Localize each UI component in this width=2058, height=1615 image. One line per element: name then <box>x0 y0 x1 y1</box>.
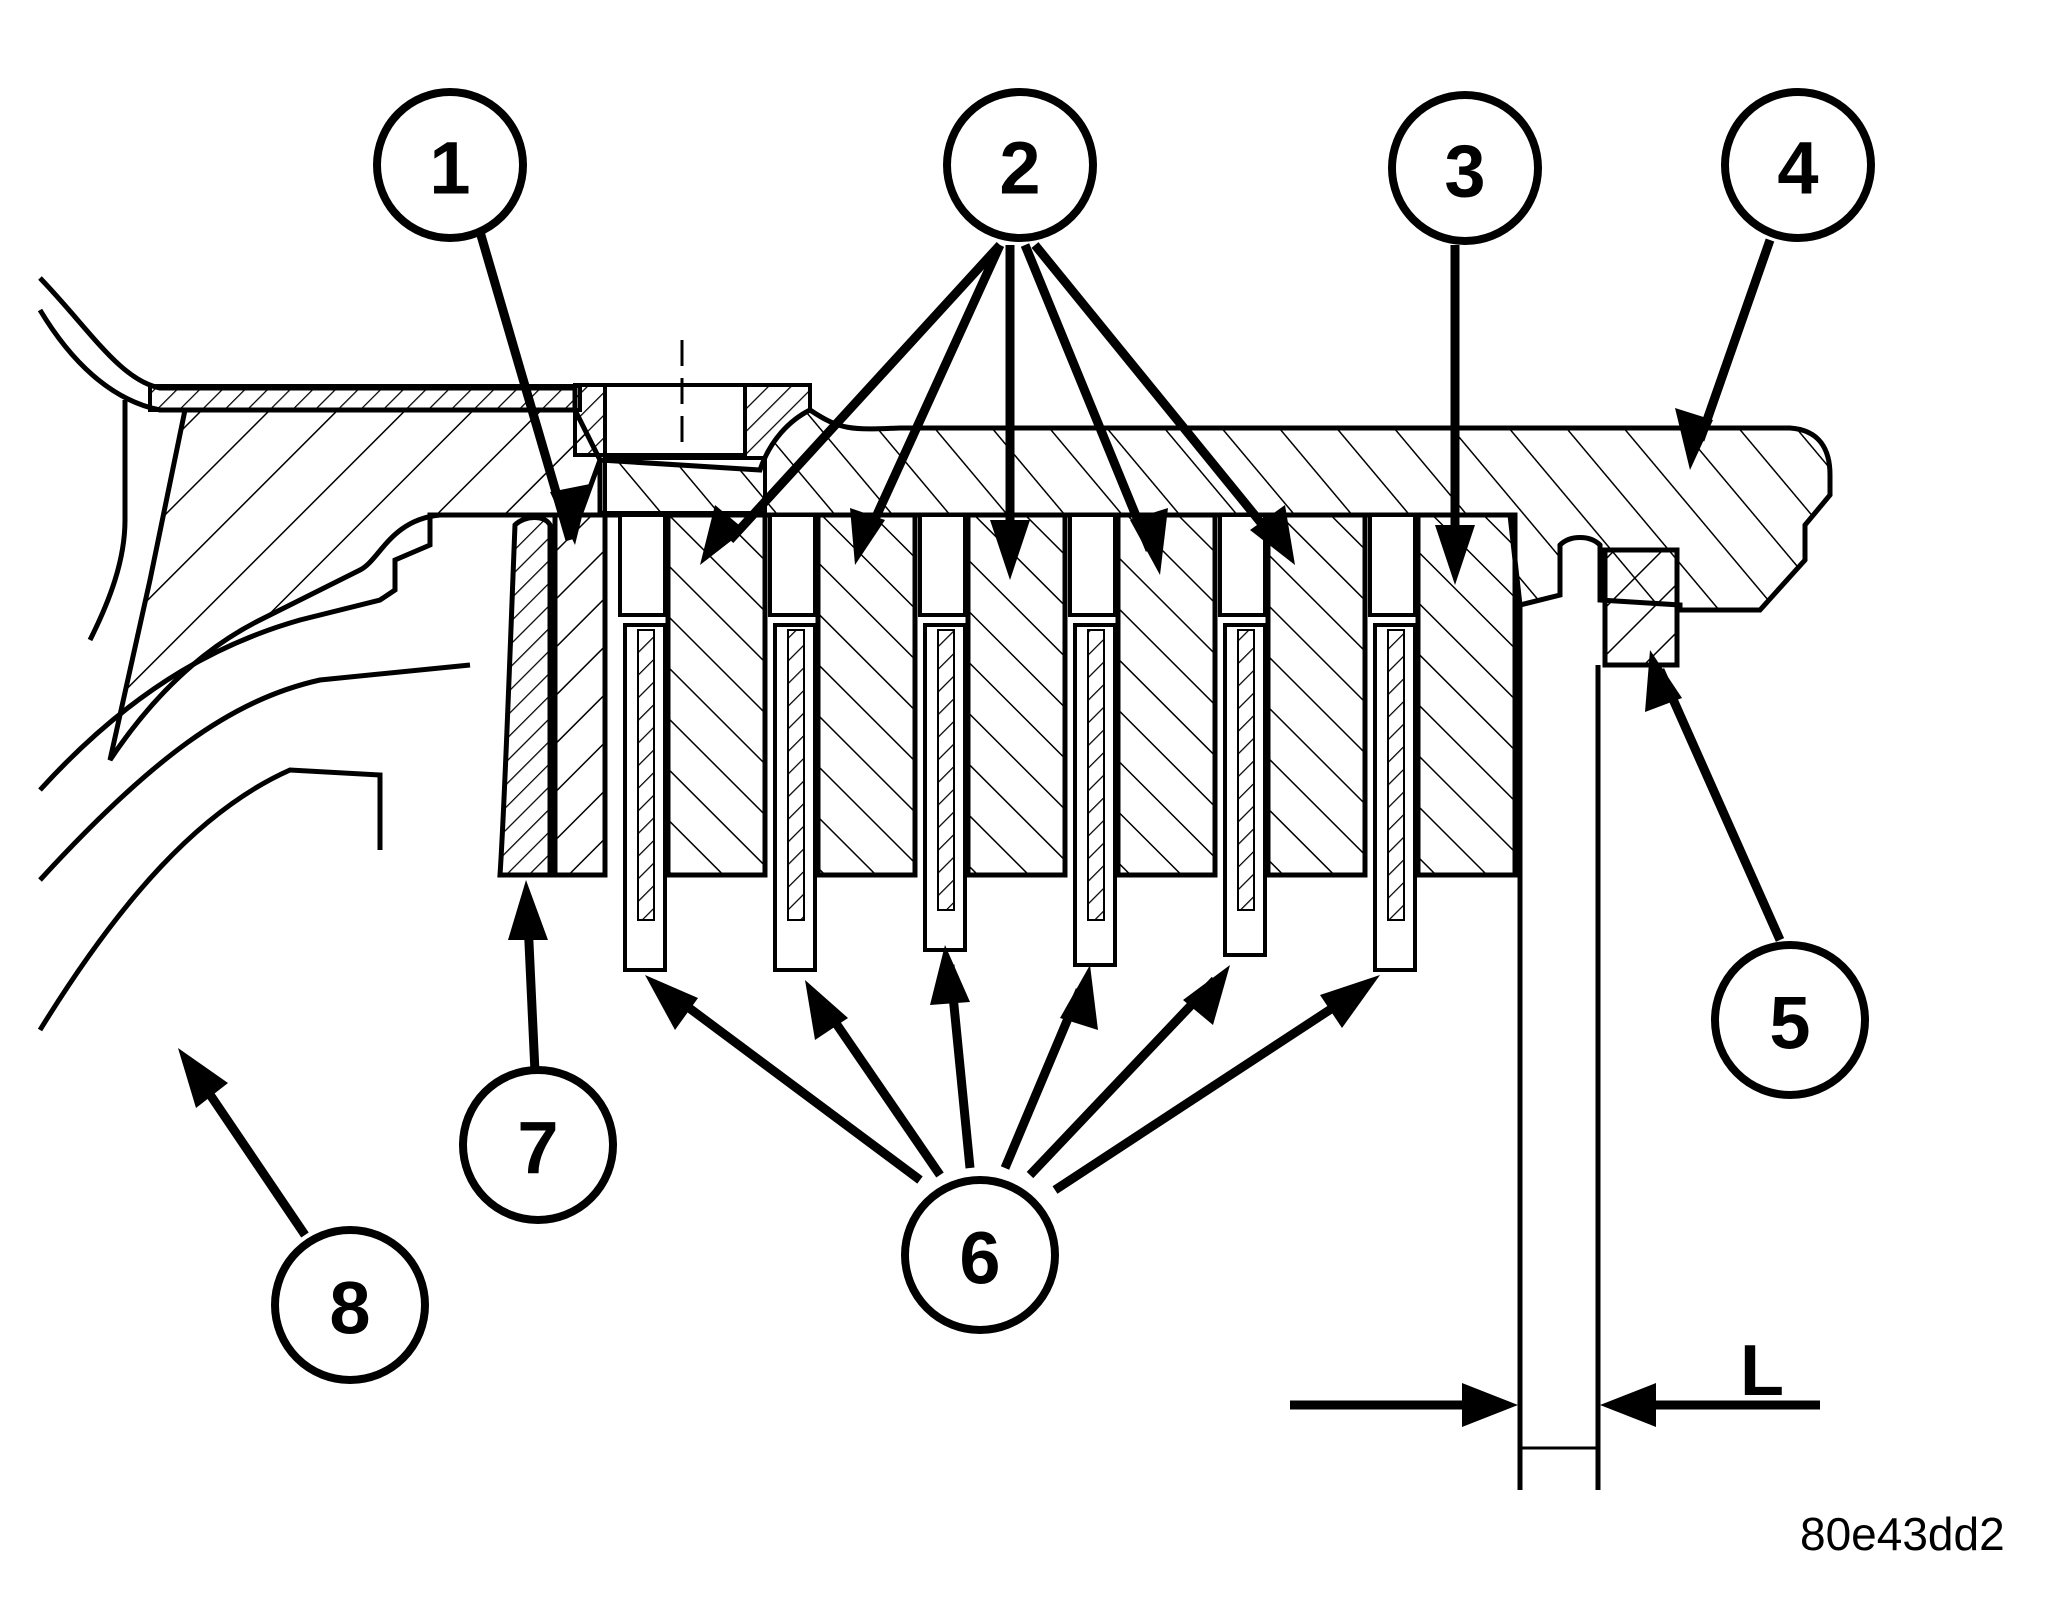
pressure-plate <box>497 512 608 878</box>
friction-discs <box>623 623 1417 972</box>
callout-5-label: 5 <box>1769 982 1810 1065</box>
leader-lines <box>186 223 1785 1238</box>
callout-1: 1 <box>373 88 527 242</box>
clutch-plates <box>618 512 1518 878</box>
clutch-hub-drum <box>597 407 1833 613</box>
leader-arrowheads <box>178 408 1713 1108</box>
callout-8-label: 8 <box>329 1267 370 1350</box>
callout-3: 3 <box>1388 91 1542 245</box>
callout-1-label: 1 <box>429 127 470 210</box>
figure-code: 80e43dd2 <box>1800 1508 2005 1560</box>
callout-2-label: 2 <box>999 127 1040 210</box>
callout-3-label: 3 <box>1444 130 1485 213</box>
callout-2: 2 <box>943 88 1097 242</box>
snap-ring <box>1602 547 1680 668</box>
dimension-arrow-left <box>1462 1383 1518 1427</box>
callout-6-label: 6 <box>959 1217 1000 1300</box>
callout-4-label: 4 <box>1777 127 1818 210</box>
callout-8: 8 <box>271 1226 429 1384</box>
clutch-housing <box>37 276 603 1032</box>
callout-7: 7 <box>459 1066 617 1224</box>
clearance-dimension: L <box>1290 605 1820 1490</box>
dimension-arrow-right <box>1600 1383 1656 1427</box>
callout-7-label: 7 <box>517 1107 558 1190</box>
dimension-label: L <box>1740 1331 1784 1411</box>
callout-6: 6 <box>901 1176 1059 1334</box>
callout-4: 4 <box>1721 88 1875 242</box>
callout-5: 5 <box>1711 941 1869 1099</box>
